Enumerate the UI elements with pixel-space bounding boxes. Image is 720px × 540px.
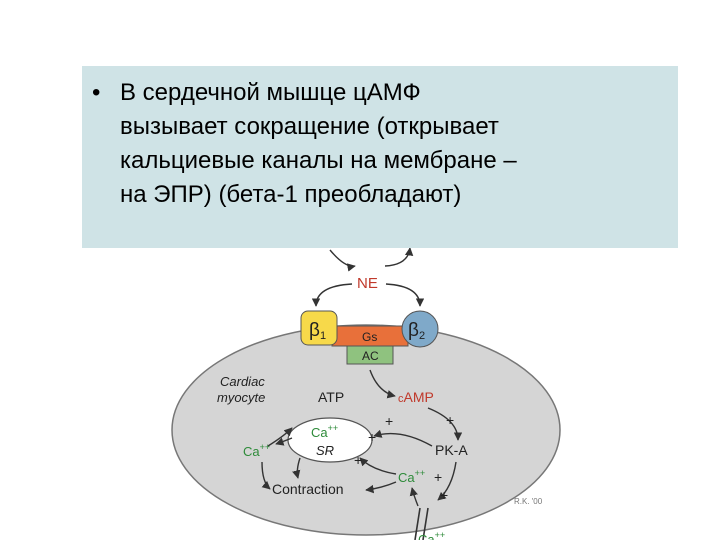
ne-to-beta2-arrow <box>385 283 425 307</box>
ca-left-to-sr-arrow <box>267 427 293 447</box>
ne-label: NE <box>357 275 378 292</box>
plus-channel: + <box>440 487 448 503</box>
ne-to-beta1-arrow <box>311 283 353 307</box>
beta2-receptor <box>401 310 439 348</box>
calcium-channel-left <box>414 507 421 540</box>
ca-right-to-sr-arrow <box>359 457 397 475</box>
ne-release-arrow <box>329 249 356 272</box>
pka-label: PK-A <box>435 442 468 458</box>
camp-to-pka-arrow <box>427 407 463 441</box>
beta2-label: β2 <box>408 320 425 342</box>
calcium-channel-right <box>422 507 429 540</box>
ca-bottom-label: Ca++ <box>418 530 445 540</box>
plus-camp-pka: + <box>446 412 454 428</box>
plus-ca-right-sr: + <box>354 452 362 468</box>
ne-reuptake-arrow <box>384 247 414 267</box>
ca-left-to-contraction-arrow <box>261 461 271 490</box>
bullet-marker: • <box>92 79 101 106</box>
ca-right-label: Ca++ <box>398 468 425 485</box>
contraction-label: Contraction <box>272 481 344 497</box>
plus-pka-sr: + <box>385 413 393 429</box>
pka-to-channel-arrow <box>437 461 457 501</box>
text-callout-box: • В сердечной мышце цАМФ вызывает сокращ… <box>82 66 678 248</box>
atp-to-camp-arrow <box>369 369 396 399</box>
pka-to-sr-arrow <box>373 429 433 447</box>
plus-sr-right: + <box>368 429 376 445</box>
camp-label: cAMP <box>398 389 434 405</box>
channel-to-ca-right-arrow <box>409 487 419 507</box>
ca-left-label: Ca++ <box>243 442 270 459</box>
bullet-item: • В сердечной мышце цАМФ вызывает сокращ… <box>92 76 666 212</box>
adenylyl-cyclase <box>346 345 394 365</box>
cardiac-label: Cardiac <box>220 374 265 389</box>
sr-to-ca-left-arrow <box>275 437 293 446</box>
beta1-receptor <box>300 310 338 346</box>
myocyte-label: myocyte <box>217 390 265 405</box>
beta1-label: β1 <box>309 320 326 342</box>
sr-label: SR <box>316 443 334 458</box>
sr-to-contraction-arrow <box>292 457 301 479</box>
ca-right-to-contraction-arrow <box>365 481 397 494</box>
plus-pka-channel: + <box>434 469 442 485</box>
atp-label: ATP <box>318 389 344 405</box>
ca-inner-label: Ca++ <box>311 423 338 440</box>
ac-label: AC <box>362 349 379 363</box>
gs-label: Gs <box>362 330 377 344</box>
figure-credit: R.K. '00 <box>514 497 543 506</box>
bullet-text: В сердечной мышце цАМФ вызывает сокращен… <box>120 79 517 208</box>
